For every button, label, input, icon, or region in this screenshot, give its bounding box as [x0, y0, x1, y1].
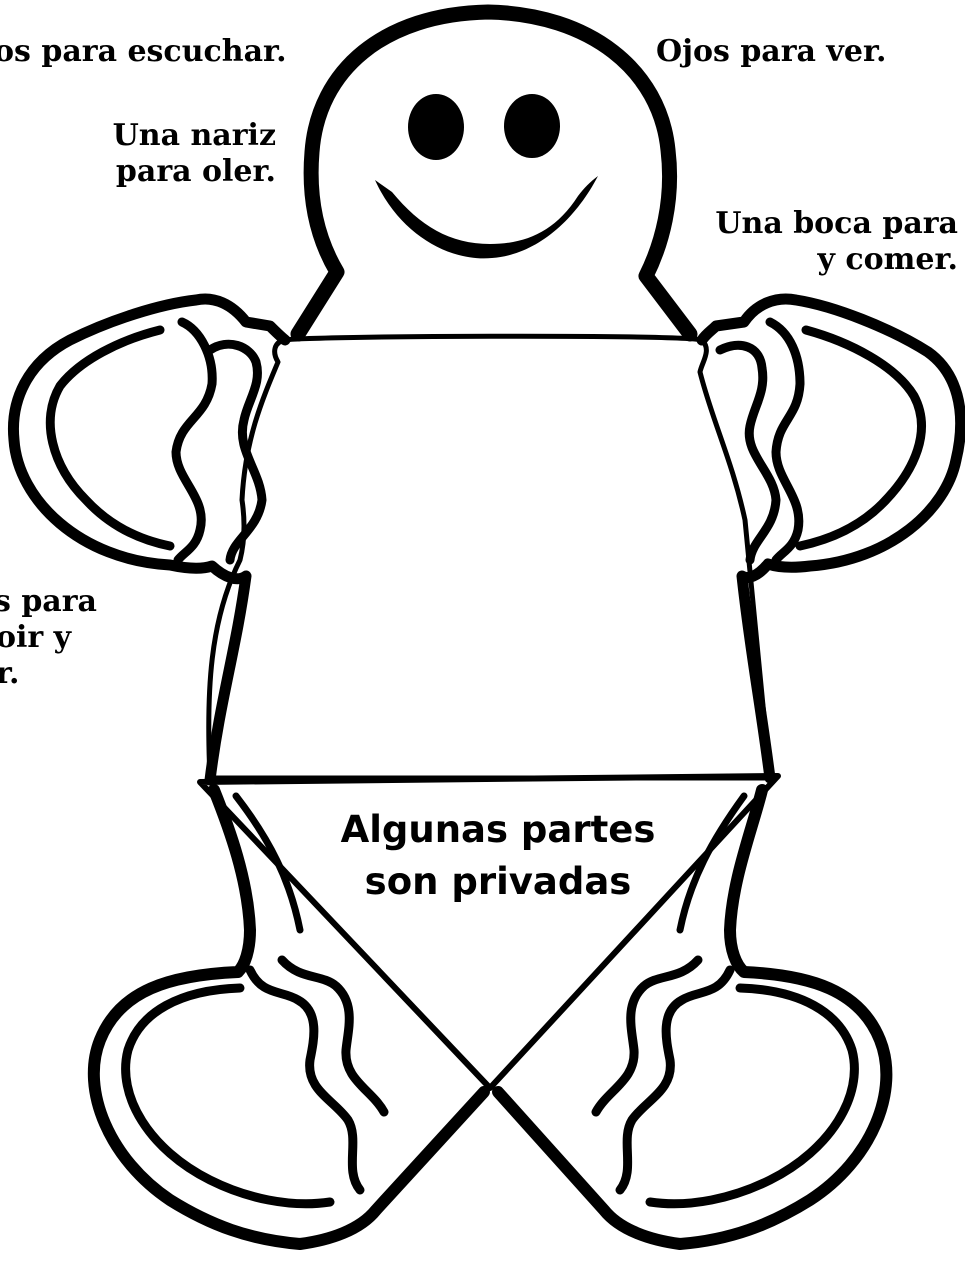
ears-label-line: os para escuchar.: [0, 34, 287, 69]
torso-outline: [206, 333, 773, 781]
right-foot-cuff: [591, 955, 735, 1195]
eyes-label-line: Ojos para ver.: [656, 34, 887, 69]
right-eye: [504, 94, 560, 158]
left-leg-outline: [87, 784, 490, 1250]
hands-label-line-1: s para: [0, 584, 97, 619]
private-parts-line-2: son privadas: [364, 860, 632, 903]
ears-label: os para escuchar.: [0, 34, 287, 70]
hands-label-line-2: oir y: [0, 620, 72, 655]
left-foot-cuff: [245, 955, 389, 1195]
private-parts-line-1: Algunas partes: [340, 808, 656, 851]
right-leg-outline: [492, 784, 893, 1250]
hands-label-line-3: r.: [0, 656, 20, 691]
right-body-outline: [696, 293, 965, 784]
right-foot-inner: [645, 983, 859, 1209]
left-arm-inner: [45, 325, 175, 551]
smile-mouth: [375, 176, 598, 259]
mouth-label-line-2: y comer.: [817, 242, 958, 277]
left-foot-inner: [121, 983, 335, 1209]
left-arm-cuff: [171, 317, 267, 565]
left-eye: [408, 94, 464, 160]
right-arm-cuff: [715, 317, 805, 565]
hands-label: s para oir y r.: [0, 584, 97, 692]
left-body-outline: [7, 293, 291, 786]
private-parts-label: Algunas partes son privadas: [318, 804, 678, 908]
right-arm-inner: [795, 325, 926, 551]
nose-label-line-1: Una nariz: [112, 118, 276, 153]
left-inner-thigh: [232, 792, 304, 934]
nose-label-line-2: para oler.: [115, 154, 276, 189]
underwear-triangle: [197, 773, 781, 1091]
head-outline: [290, 4, 698, 342]
eyes-label: Ojos para ver.: [656, 34, 886, 70]
nose-label: Una nariz para oler.: [80, 118, 276, 190]
mouth-label: Una boca para y comer.: [688, 206, 958, 278]
mouth-label-line-1: Una boca para: [715, 206, 958, 241]
right-inner-thigh: [676, 792, 748, 934]
